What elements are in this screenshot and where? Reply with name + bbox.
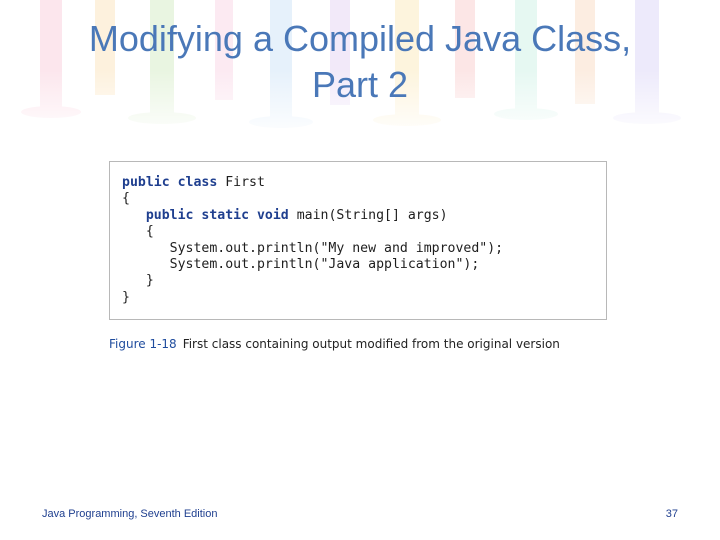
code-line: public static void main(String[] args) — [122, 208, 448, 223]
code-text: { — [122, 191, 130, 207]
code-line: public class First — [122, 175, 265, 190]
code-keyword: public static void — [145, 207, 289, 223]
decorative-banner — [0, 0, 720, 140]
code-line: { — [122, 224, 154, 239]
slide-title: Modifying a Compiled Java Class, Part 2 — [0, 16, 720, 108]
code-keyword: public class — [122, 175, 218, 190]
code-line: System.out.println("My new and improved"… — [122, 241, 503, 256]
code-line: } — [122, 273, 154, 288]
slide-title-line-1: Modifying a Compiled Java Class, — [88, 18, 632, 59]
footer-page-number: 37 — [665, 508, 678, 520]
code-text: { — [122, 224, 154, 240]
code-text: main(String[] args) — [288, 207, 448, 223]
code-text: } — [122, 273, 154, 289]
code-text: System.out.println("Java application"); — [122, 257, 480, 273]
code-line: { — [122, 191, 130, 206]
figure-label: Figure 1-18 — [109, 337, 177, 351]
code-listing: public class First { public static void … — [122, 175, 503, 306]
code-text: } — [122, 289, 130, 305]
figure-caption: Figure 1-18 First class containing output… — [109, 337, 560, 351]
code-figure: public class First { public static void … — [109, 161, 607, 320]
footer-book-title: Java Programming, Seventh Edition — [42, 508, 218, 520]
code-text — [122, 208, 146, 223]
crayon-banner-graphic — [0, 0, 720, 140]
figure-caption-text: First class containing output modified f… — [182, 337, 560, 351]
code-line: System.out.println("Java application"); — [122, 257, 480, 273]
code-text: System.out.println("My new and improved"… — [122, 240, 504, 256]
code-text: First — [217, 175, 265, 190]
slide-title-line-2: Part 2 — [311, 64, 409, 105]
code-line: } — [122, 290, 130, 305]
